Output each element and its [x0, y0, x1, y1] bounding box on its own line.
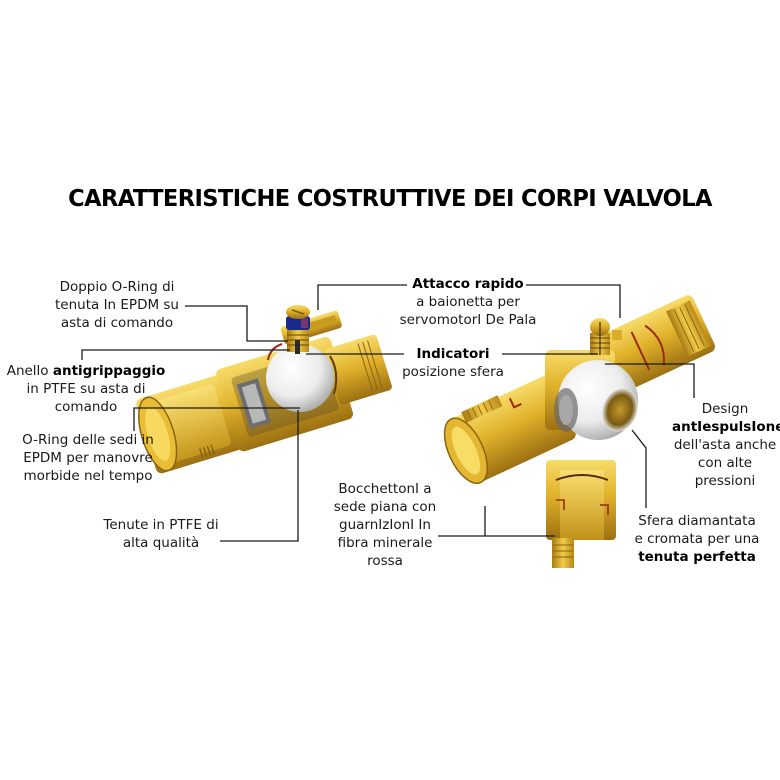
callout-anello-antigrippaggio: Anello antigrippaggio in PTFE su asta di…: [4, 362, 168, 416]
page-title: CARATTERISTICHE COSTRUTTIVE DEI CORPI VA…: [68, 186, 712, 212]
callout-text: morbide nel tempo: [23, 468, 153, 484]
callout-tenute-ptfe: Tenute in PTFE di alta qualità: [100, 516, 222, 552]
callout-text: Sfera diamantata: [638, 513, 756, 529]
callout-text: alta qualità: [122, 535, 200, 551]
callout-text: sede piana con: [333, 499, 437, 515]
callout-bocchettoni: BocchettonI a sede piana con guarnIzIonI…: [330, 480, 440, 570]
callout-design-antiespulsione: Design antIespulsIone dell'asta anche co…: [672, 400, 780, 490]
callout-text: Tenute in PTFE di: [103, 517, 219, 533]
callout-bold-text: antigrippaggio: [52, 363, 166, 379]
left-valve-illustration: [136, 305, 392, 474]
callout-text: Anello: [6, 363, 53, 379]
callout-text: comando: [54, 399, 118, 415]
callout-text: servomotorI De Pala: [399, 312, 537, 328]
callout-doppio-oring: Doppio O-Ring di tenuta In EPDM su asta …: [52, 278, 182, 332]
callout-text: asta di comando: [60, 315, 174, 331]
leader-lines: [81, 284, 695, 542]
callout-text: BocchettonI a: [338, 481, 432, 497]
callout-bold-text: antIespulsIone: [672, 419, 780, 435]
callout-bold-text: Attacco rapido: [412, 276, 524, 292]
callout-text: guarnIzIonI In: [339, 517, 431, 533]
callout-text: Design: [701, 401, 749, 417]
callout-text: Doppio O-Ring di: [59, 279, 175, 295]
callout-text: pressioni: [694, 473, 756, 489]
callout-text: tenuta In EPDM su: [55, 297, 179, 313]
callout-bold-text: Indicatori: [416, 346, 490, 362]
callout-text: rossa: [367, 553, 403, 569]
callout-text: con alte: [697, 455, 753, 471]
right-valve-illustration: [443, 295, 715, 568]
callout-indicatori: Indicatori posizione sfera: [390, 345, 516, 381]
callout-text: e cromata per una: [634, 531, 760, 547]
callout-oring-sedi: O-Ring delle sedi in EPDM per manovre mo…: [18, 431, 158, 485]
callout-attacco-rapido: Attacco rapido a baionetta per servomoto…: [398, 275, 538, 329]
callout-text: EPDM per manovre: [23, 450, 153, 466]
callout-bold-text: tenuta perfetta: [638, 549, 756, 565]
callout-text: dell'asta anche: [673, 437, 777, 453]
callout-text: in PTFE su asta di: [26, 381, 146, 397]
callout-sfera-diamantata: Sfera diamantata e cromata per una tenut…: [630, 512, 764, 566]
callout-text: a baionetta per: [416, 294, 520, 310]
callout-text: posizione sfera: [402, 364, 504, 380]
callout-text: O-Ring delle sedi in: [22, 432, 154, 448]
callout-text: fibra minerale: [337, 535, 433, 551]
